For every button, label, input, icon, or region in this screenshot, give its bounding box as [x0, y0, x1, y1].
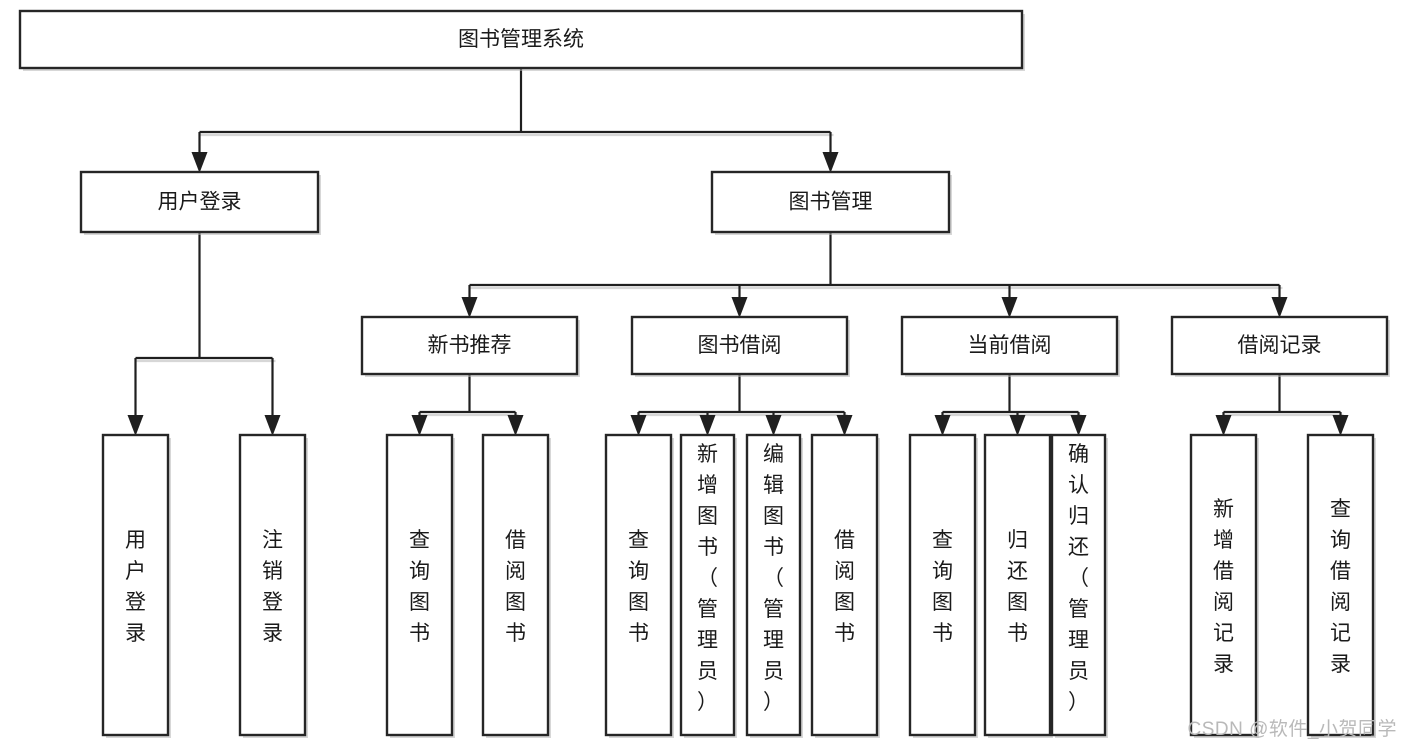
arrow-head-icon [264, 415, 281, 436]
node-user-login[interactable]: 用户登录 [79, 170, 321, 235]
node-label: 查询图书 [409, 529, 430, 645]
node-leaf-return-book[interactable]: 归还图书 [983, 433, 1053, 738]
node-box[interactable] [238, 433, 307, 737]
node-label: 借阅图书 [505, 529, 526, 645]
arrow-head-icon [765, 415, 782, 436]
node-leaf-query-book-1[interactable]: 查询图书 [385, 433, 455, 738]
node-box[interactable] [810, 433, 879, 737]
node-label: 注销登录 [262, 529, 283, 645]
node-label: 借阅记录 [1238, 334, 1322, 357]
node-new-book-recommend[interactable]: 新书推荐 [360, 315, 580, 377]
arrow-head-icon [411, 415, 428, 436]
node-label: 图书管理系统 [458, 28, 584, 51]
node-box[interactable] [101, 433, 170, 737]
node-box[interactable] [385, 433, 454, 737]
node-label: 编辑图书（管理员） [763, 443, 784, 714]
node-leaf-add-record[interactable]: 新增借阅记录 [1189, 433, 1259, 738]
connector-group-current-borrow [934, 374, 1087, 436]
node-box[interactable] [1189, 433, 1258, 737]
node-leaf-query-record[interactable]: 查询借阅记录 [1306, 433, 1376, 738]
node-layer: 图书管理系统用户登录图书管理新书推荐图书借阅当前借阅借阅记录用户登录注销登录查询… [18, 9, 1390, 738]
csdn-watermark: CSDN @软件_小贺同学 [1187, 719, 1397, 740]
node-leaf-confirm-return[interactable]: 确认归还（管理员） [1050, 433, 1108, 738]
node-label: 归还图书 [1007, 529, 1028, 645]
node-box[interactable] [1170, 315, 1389, 376]
node-box[interactable] [710, 170, 951, 234]
node-box[interactable] [481, 433, 550, 737]
arrow-head-icon [630, 415, 647, 436]
node-label: 图书借阅 [698, 334, 782, 357]
node-box[interactable] [745, 433, 802, 737]
arrow-head-icon [127, 415, 144, 436]
node-label: 查询图书 [628, 529, 649, 645]
node-label: 查询借阅记录 [1330, 498, 1351, 676]
arrow-head-icon [461, 297, 478, 318]
arrow-head-icon [1332, 415, 1349, 436]
node-current-borrow[interactable]: 当前借阅 [900, 315, 1120, 377]
arrow-head-icon [1009, 415, 1026, 436]
node-label: 图书管理 [789, 191, 873, 214]
node-box[interactable] [908, 433, 977, 737]
node-box[interactable] [900, 315, 1119, 376]
node-box[interactable] [604, 433, 673, 737]
node-label: 当前借阅 [968, 334, 1052, 357]
node-label: 新书推荐 [428, 334, 512, 357]
arrow-head-icon [191, 152, 208, 173]
connector-group-root [191, 68, 839, 173]
node-box[interactable] [1050, 433, 1107, 737]
connector-group-user-login [127, 232, 281, 436]
node-box[interactable] [79, 170, 320, 234]
connector-group-borrow-record [1215, 374, 1349, 436]
node-leaf-user-login[interactable]: 用户登录 [101, 433, 171, 738]
node-box[interactable] [679, 433, 736, 737]
node-label: 新增图书（管理员） [697, 443, 718, 714]
node-leaf-query-book-2[interactable]: 查询图书 [604, 433, 674, 738]
arrow-head-icon [934, 415, 951, 436]
node-box[interactable] [983, 433, 1052, 737]
node-root[interactable]: 图书管理系统 [18, 9, 1025, 71]
node-leaf-borrow-book-2[interactable]: 借阅图书 [810, 433, 880, 738]
node-leaf-edit-book[interactable]: 编辑图书（管理员） [745, 433, 803, 738]
connector-group-book-borrow [630, 374, 853, 436]
node-box[interactable] [630, 315, 849, 376]
node-label: 用户登录 [158, 191, 242, 214]
node-label: 新增借阅记录 [1213, 498, 1234, 676]
node-box[interactable] [18, 9, 1024, 70]
node-book-manage[interactable]: 图书管理 [710, 170, 952, 235]
node-leaf-logout[interactable]: 注销登录 [238, 433, 308, 738]
arrow-head-icon [731, 297, 748, 318]
arrow-head-icon [1271, 297, 1288, 318]
node-book-borrow[interactable]: 图书借阅 [630, 315, 850, 377]
arrow-head-icon [1001, 297, 1018, 318]
arrow-head-icon [699, 415, 716, 436]
node-box[interactable] [360, 315, 579, 376]
connector-group-book-manage [461, 232, 1288, 318]
node-label: 查询图书 [932, 529, 953, 645]
arrow-head-icon [822, 152, 839, 173]
node-leaf-borrow-book-1[interactable]: 借阅图书 [481, 433, 551, 738]
arrow-head-icon [836, 415, 853, 436]
node-label: 用户登录 [125, 529, 146, 645]
node-borrow-record[interactable]: 借阅记录 [1170, 315, 1390, 377]
node-leaf-add-book[interactable]: 新增图书（管理员） [679, 433, 737, 738]
arrow-head-icon [1215, 415, 1232, 436]
node-label: 确认归还（管理员） [1068, 443, 1089, 714]
node-label: 借阅图书 [834, 529, 855, 645]
connector-group-new-book-recommend [411, 374, 524, 436]
arrow-head-icon [1070, 415, 1087, 436]
arrow-head-icon [507, 415, 524, 436]
connector-layer [127, 68, 1349, 436]
node-box[interactable] [1306, 433, 1375, 737]
node-leaf-query-book-3[interactable]: 查询图书 [908, 433, 978, 738]
